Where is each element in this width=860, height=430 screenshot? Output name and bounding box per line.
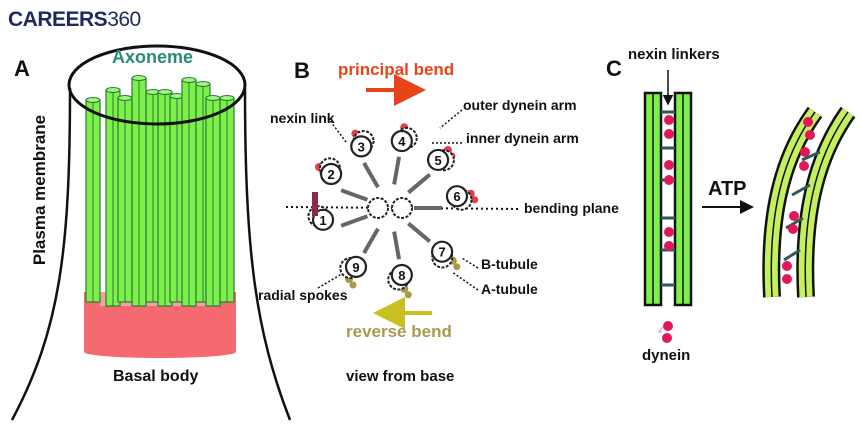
a-tubule <box>350 135 373 158</box>
brand-logo: CAREERS360 <box>8 8 141 32</box>
a-tubule <box>311 208 335 231</box>
dynein-motor <box>805 130 815 140</box>
microtubule <box>205 95 221 307</box>
microtubule <box>157 89 173 307</box>
a-tubule <box>430 240 454 263</box>
a-tubule <box>390 129 413 153</box>
panel-b-graphic: 1 2 3 4 5 6 7 8 9 <box>285 74 521 329</box>
doublet-number: 1 <box>319 213 326 228</box>
nexin-linker <box>783 248 801 262</box>
dynein-motor <box>664 115 674 125</box>
b-tubule-label: B-tubule <box>481 256 538 272</box>
doublet-4: 4 <box>390 123 418 153</box>
doublet-number: 9 <box>352 260 359 275</box>
doublet-number: 5 <box>434 153 441 168</box>
nexin-linker <box>791 183 811 197</box>
doublet-number: 2 <box>327 167 334 182</box>
plasma-membrane-left <box>10 87 72 421</box>
dynein-motor <box>799 161 809 171</box>
doublet-number: 7 <box>438 245 445 260</box>
basal-body-label: Basal body <box>113 368 199 385</box>
doublet-number: 6 <box>453 189 460 204</box>
brand-number: 360 <box>107 8 141 31</box>
a-tubule-label: A-tubule <box>481 281 538 297</box>
radial-spoke <box>340 214 369 228</box>
panel-c-letter: C <box>606 56 622 81</box>
dynein-motor <box>800 147 810 157</box>
atp-label: ATP <box>708 178 747 200</box>
bent-doublet-pair <box>762 106 856 298</box>
doublet-8: 8 <box>387 263 413 299</box>
bending-plane-label: bending plane <box>524 200 619 216</box>
dynein-motor <box>803 117 813 127</box>
doublet-9: 9 <box>339 255 368 289</box>
dynein-motor <box>664 160 674 170</box>
dynein-motor <box>664 227 674 237</box>
radial-spoke <box>392 231 401 260</box>
axoneme-microtubules <box>85 75 235 307</box>
radial-spoke <box>392 156 401 185</box>
panel-b-letter: B <box>294 58 310 83</box>
microtubule <box>169 93 185 303</box>
reverse-bend-label: reverse bend <box>346 322 452 341</box>
dynein-motor <box>664 241 674 251</box>
dynein-motor <box>788 224 798 234</box>
dynein-motor <box>782 261 792 271</box>
dynein-legend-label: dynein <box>642 347 691 364</box>
a-tubule <box>426 148 450 172</box>
a-tubule <box>320 162 343 186</box>
dynein-motor <box>664 175 674 185</box>
microtubule <box>105 87 121 307</box>
doublet-1: 1 <box>307 205 335 231</box>
plasma-membrane-label: Plasma membrane <box>30 114 49 266</box>
a-tubule <box>445 185 469 208</box>
axoneme-rim <box>67 44 247 126</box>
radial-spoke <box>407 221 432 243</box>
straight-doublet-pair <box>643 91 693 307</box>
nexin-link-label: nexin link <box>270 110 335 126</box>
microtubule <box>85 97 101 303</box>
brand-name: CAREERS <box>8 8 108 31</box>
dynein-motor <box>789 211 799 221</box>
doublet-number: 8 <box>398 268 405 283</box>
inner-dynein-arm-label: inner dynein arm <box>466 130 579 146</box>
axoneme-label: Axoneme <box>112 47 194 67</box>
doublet-number: 3 <box>358 139 365 154</box>
microtubule <box>181 77 197 307</box>
doublet-7: 7 <box>430 240 461 271</box>
nexin-link-highlight <box>312 192 318 216</box>
microtubule <box>117 95 133 303</box>
a-tubule <box>344 255 368 278</box>
central-microtubule <box>391 197 413 219</box>
nexin-linker <box>801 150 821 162</box>
bending-plane-line <box>285 206 521 210</box>
doublet-6: 6 <box>445 185 479 211</box>
principal-bend-label: principal bend <box>338 60 455 79</box>
a-tubule <box>390 263 413 287</box>
nexin-linkers-label: nexin linkers <box>628 46 720 63</box>
doublet-number: 4 <box>398 134 406 149</box>
radial-spoke <box>407 173 432 195</box>
radial-spokes-label: radial spokes <box>258 287 348 303</box>
doublet-2: 2 <box>314 157 343 186</box>
plasma-membrane-right <box>243 87 292 421</box>
radial-spoke <box>340 188 369 202</box>
microtubule <box>131 75 147 307</box>
microtubule <box>145 89 161 303</box>
central-microtubule <box>367 197 389 219</box>
panel-a-letter: A <box>14 56 30 81</box>
radial-spoke <box>362 161 380 189</box>
dynein-motor <box>782 274 792 284</box>
panel-c-graphic <box>643 70 856 343</box>
outer-dynein-arm-label: outer dynein arm <box>463 97 577 113</box>
dynein-legend-icon <box>658 321 673 343</box>
doublet-3: 3 <box>350 129 375 158</box>
doublet-5: 5 <box>426 146 456 172</box>
panel-a-graphic <box>10 44 292 421</box>
radial-spoke <box>362 227 380 255</box>
microtubule <box>219 95 235 303</box>
dynein-motor <box>664 129 674 139</box>
view-from-base-caption: view from base <box>346 368 455 385</box>
